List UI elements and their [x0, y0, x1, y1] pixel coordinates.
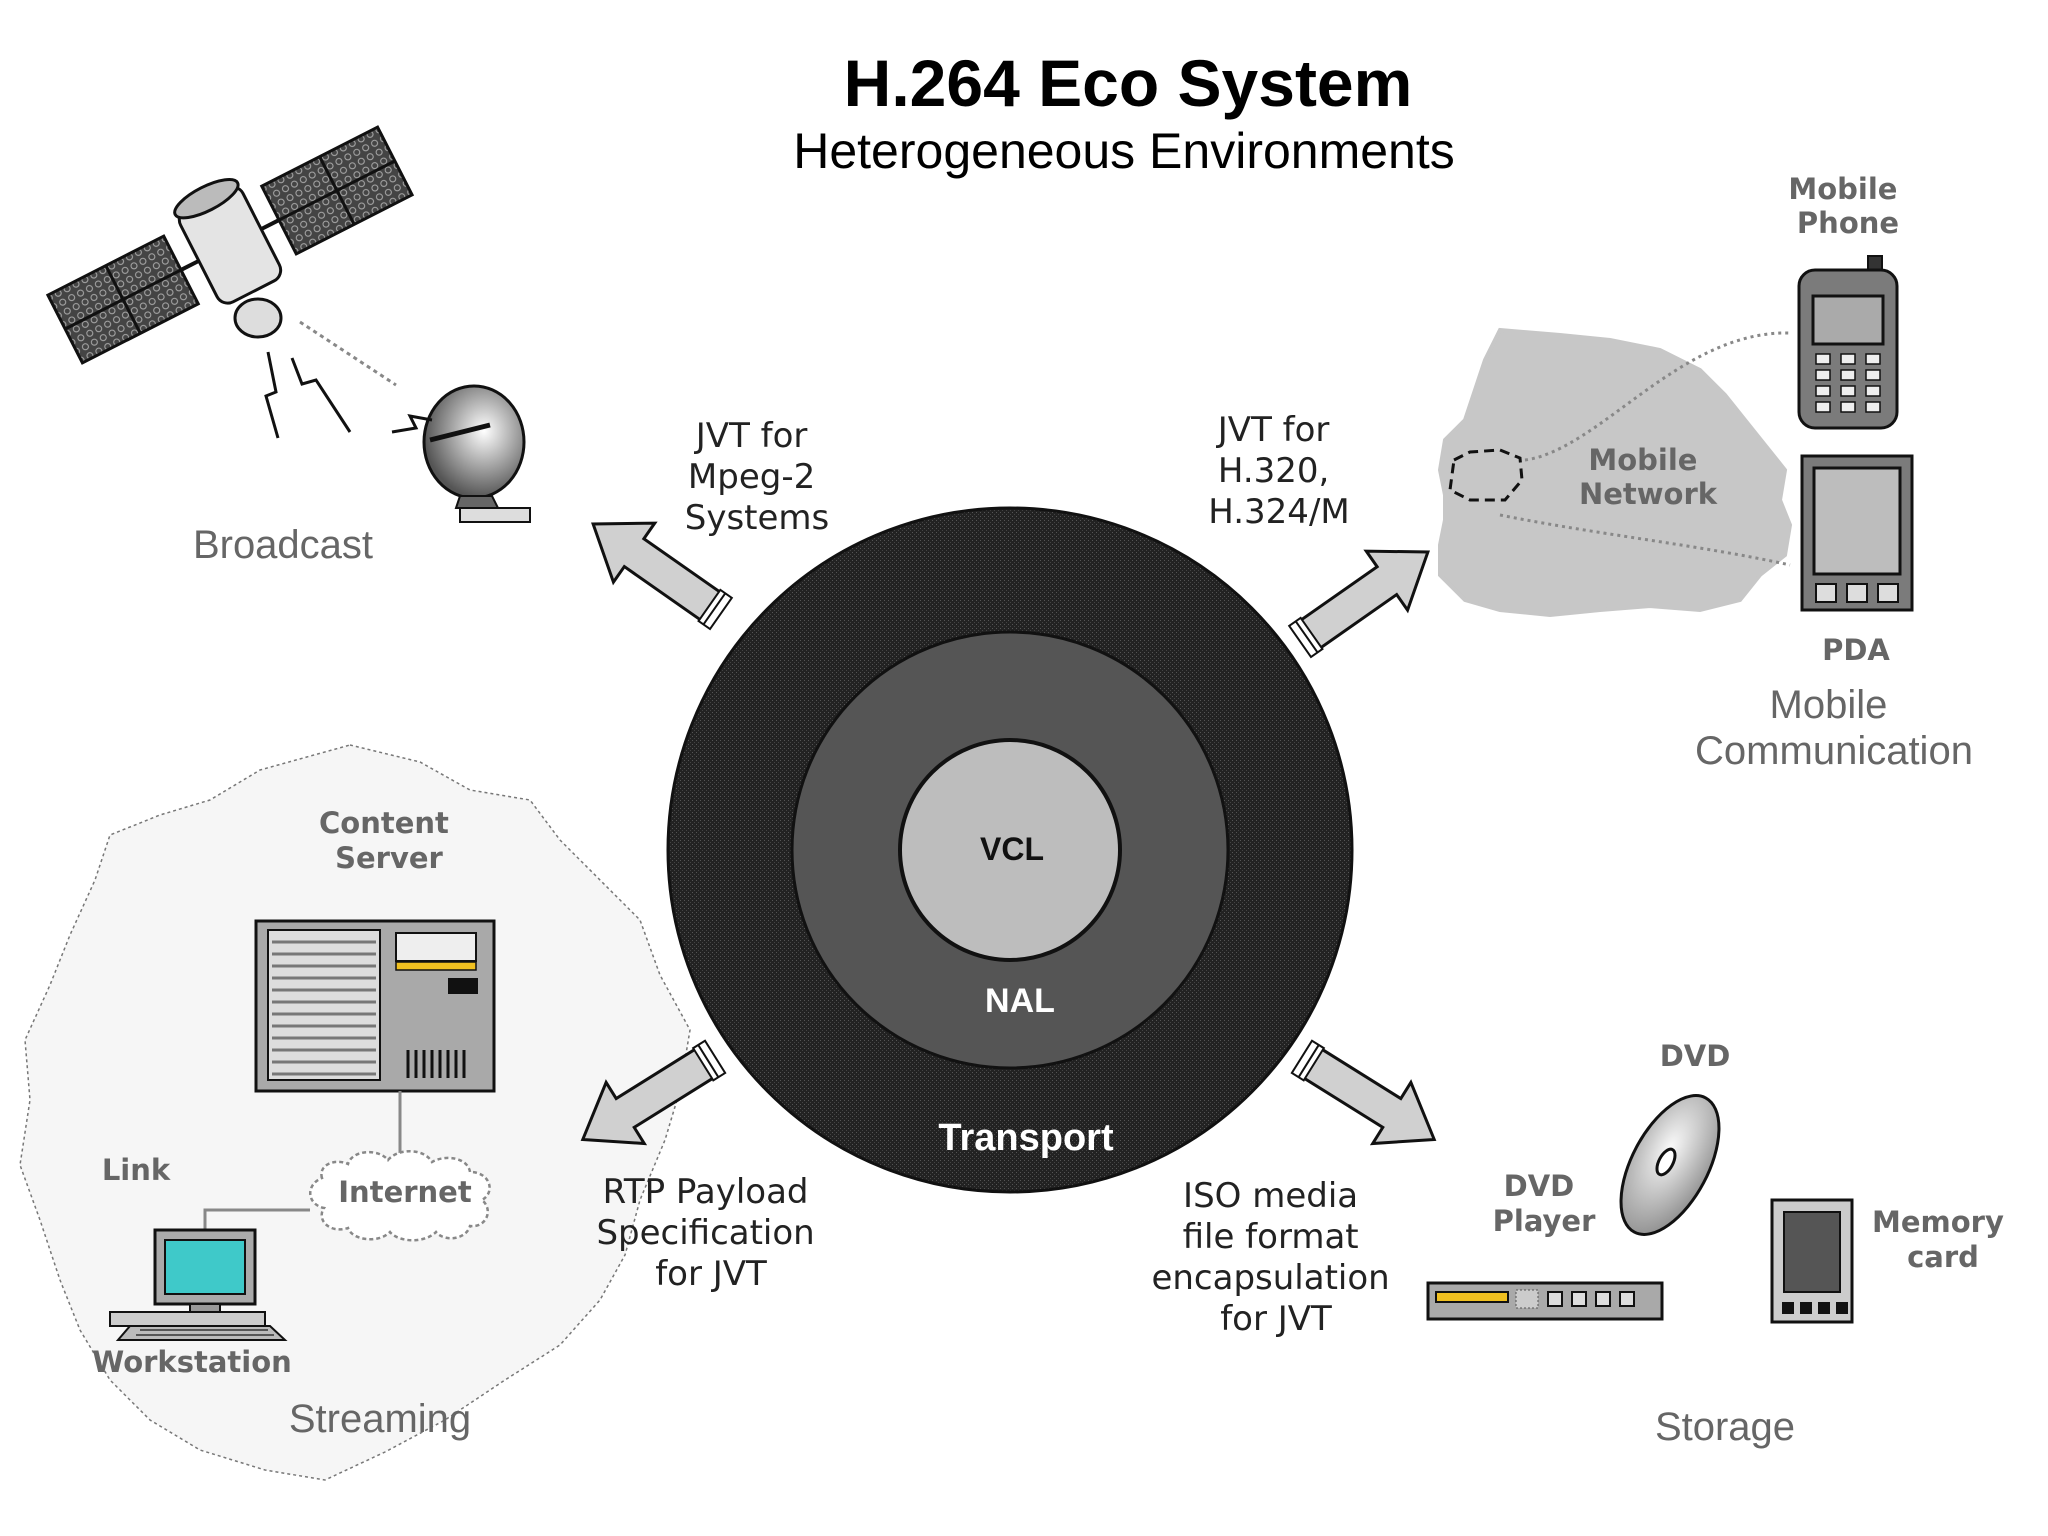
- workstation-icon: [109, 1228, 288, 1341]
- mobile-communication-label: Mobile Communication: [1695, 683, 1973, 773]
- content-server-icon: [254, 919, 496, 1160]
- arrow-label-mpeg2: JVT for Mpeg-2 Systems: [685, 416, 830, 538]
- mobile-network-cloud: [1437, 327, 1793, 618]
- arrow-label-rtp: RTP Payload Specification for JVT: [596, 1172, 825, 1294]
- content-server-label: Content Server: [319, 806, 459, 875]
- nal-label: NAL: [985, 982, 1055, 1020]
- mobile-phone-label: Mobile Phone: [1788, 172, 1907, 240]
- arrow-label-h320: JVT for H.320, H.324/M: [1208, 410, 1349, 532]
- dvd-player-icon: [1426, 1281, 1664, 1321]
- base-station-icon: [1448, 448, 1524, 502]
- page-subtitle: Heterogeneous Environments: [793, 123, 1455, 179]
- satellite-dish-icon: [391, 384, 531, 523]
- vcl-core: [898, 738, 1122, 962]
- mobile-network-label: Mobile Network: [1579, 443, 1718, 511]
- pda-label: PDA: [1822, 633, 1890, 667]
- dvd-disc-icon: [1619, 1094, 1721, 1236]
- mobile-phone-icon: [1797, 255, 1899, 430]
- arrow-streaming: [580, 1039, 727, 1146]
- arrow-label-iso: ISO media file format encapsulation for …: [1151, 1176, 1400, 1339]
- broadcast-label: Broadcast: [193, 523, 373, 567]
- internet-cloud-icon: [309, 1150, 491, 1242]
- dvd-player-label: DVD Player: [1493, 1169, 1596, 1238]
- internet-label: Internet: [338, 1175, 472, 1209]
- arrow-broadcast: [591, 521, 734, 631]
- workstation-label: Workstation: [92, 1345, 292, 1379]
- streaming-label: Streaming: [289, 1397, 471, 1441]
- pda-icon: [1800, 454, 1914, 612]
- layer-stack: VCL NAL Transport: [666, 506, 1354, 1194]
- arrow-storage: [1290, 1039, 1437, 1146]
- link-label: Link: [102, 1153, 171, 1187]
- memory-card-label: Memory card: [1872, 1205, 2014, 1274]
- transport-label: Transport: [938, 1117, 1114, 1159]
- vcl-label: VCL: [980, 831, 1044, 867]
- memory-card-icon: [1770, 1198, 1854, 1324]
- storage-label: Storage: [1655, 1405, 1795, 1449]
- page-title: H.264 Eco System: [844, 46, 1413, 120]
- dvd-label: DVD: [1660, 1039, 1731, 1073]
- arrow-mobile: [1287, 549, 1430, 659]
- satellite-icon: [45, 125, 415, 439]
